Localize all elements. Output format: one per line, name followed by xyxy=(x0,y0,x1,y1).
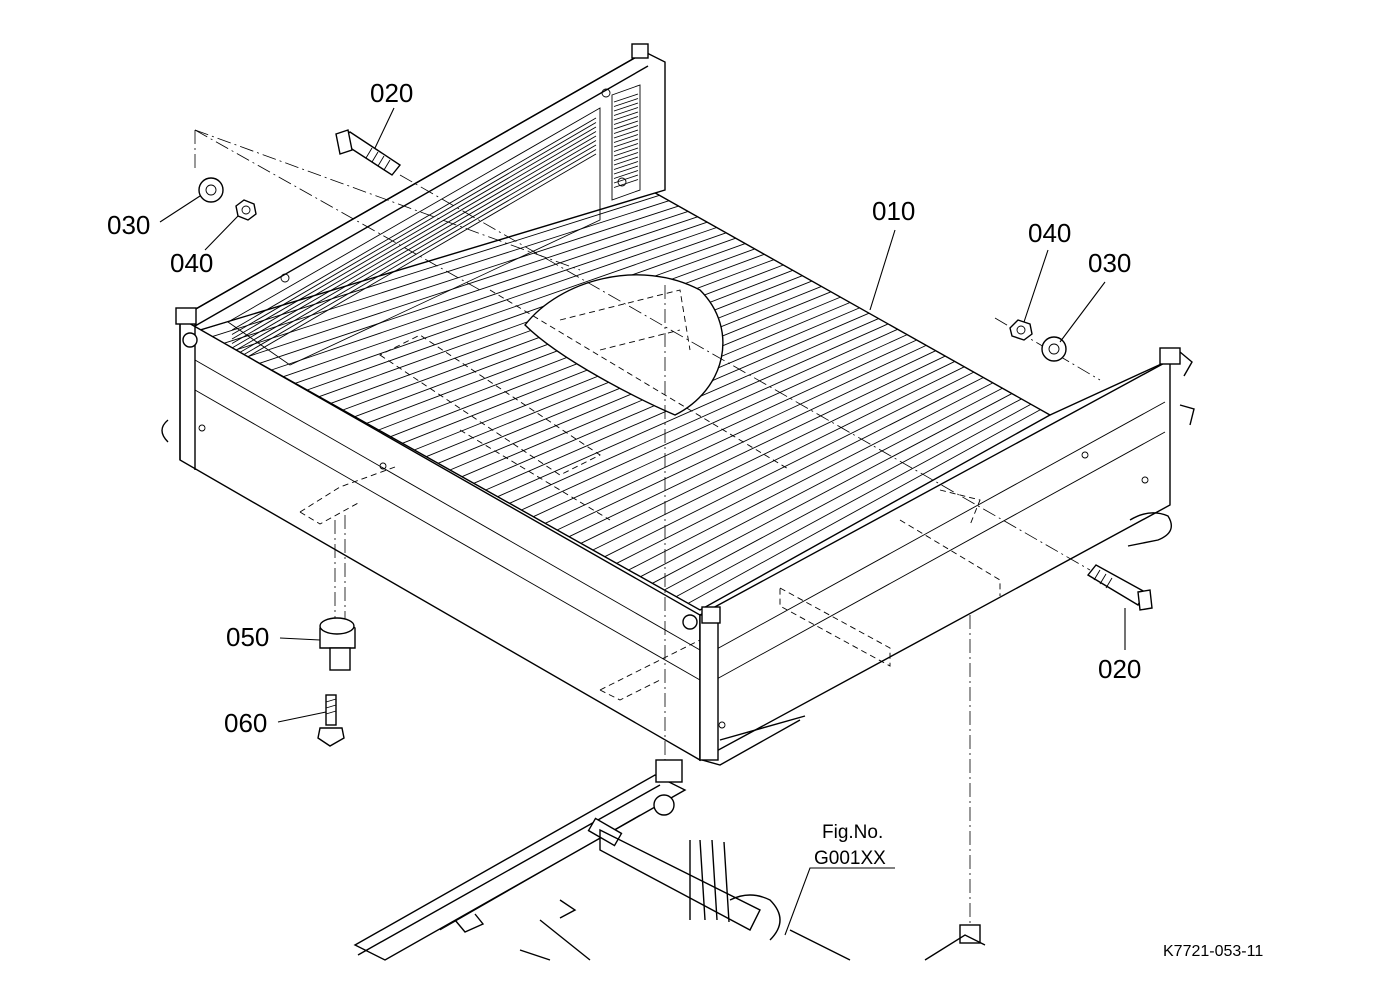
part-030-washer-right xyxy=(1041,336,1067,362)
leader-lines xyxy=(159,107,1126,936)
callout-020-bottom: 020 xyxy=(1098,654,1141,684)
underframe-hidden xyxy=(194,130,1001,701)
callout-060: 060 xyxy=(224,708,267,738)
part-060-bolt xyxy=(317,694,345,747)
callout-labels: 020 030 040 010 040 030 050 060 020 Fig.… xyxy=(107,78,1263,960)
part-030-washer-left xyxy=(198,177,224,203)
main-frame xyxy=(353,759,986,961)
cargo-bed xyxy=(161,43,1195,766)
document-id: K7721-053-11 xyxy=(1163,943,1263,960)
callout-050: 050 xyxy=(226,622,269,652)
callout-040-right: 040 xyxy=(1028,218,1071,248)
part-050-spacer xyxy=(319,617,356,671)
part-020-bolt-right xyxy=(1086,564,1153,611)
callout-040-left: 040 xyxy=(170,248,213,278)
part-040-nut-right xyxy=(1009,319,1033,341)
callout-020-top: 020 xyxy=(370,78,413,108)
callout-030-left: 030 xyxy=(107,210,150,240)
callout-010: 010 xyxy=(872,196,915,226)
figure-ref-label: Fig.No. xyxy=(822,822,883,843)
callout-030-right: 030 xyxy=(1088,248,1131,278)
part-020-bolt-left xyxy=(335,129,402,176)
part-040-nut-left xyxy=(235,199,257,221)
figure-ref-number: G001XX xyxy=(814,848,886,869)
